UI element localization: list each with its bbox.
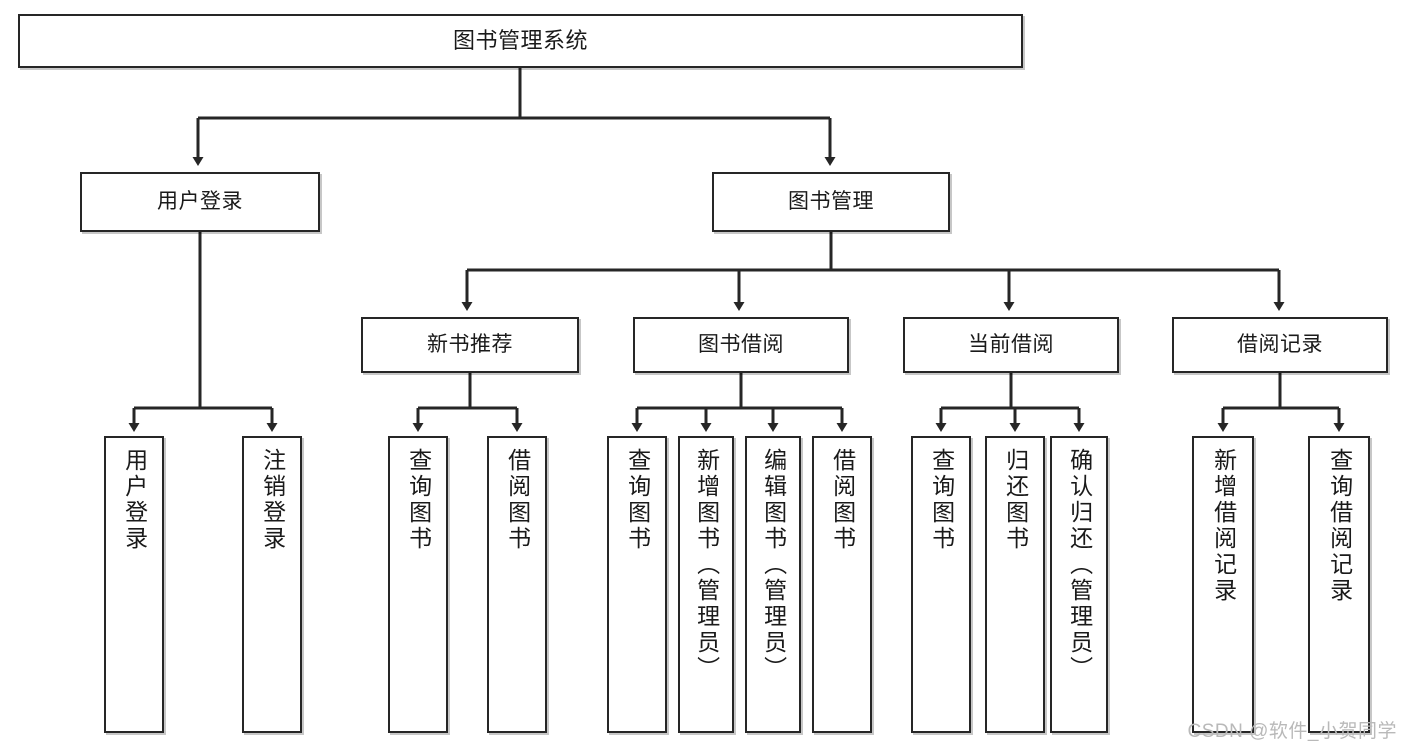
node-current-borrow[interactable]: 当前借阅 [903,317,1119,373]
node-leaf-add-book-label: 新增图书（管理员） [693,448,720,682]
node-leaf-borrow-book-2-label: 借阅图书 [829,448,856,552]
node-leaf-borrow-book-2[interactable]: 借阅图书 [812,436,872,733]
node-leaf-add-record-label: 新增借阅记录 [1210,448,1237,604]
node-user-login-label: 用户登录 [157,190,243,214]
node-leaf-user-logout-label: 注销登录 [259,448,286,552]
node-leaf-edit-book-label: 编辑图书（管理员） [760,448,787,682]
node-leaf-confirm-return[interactable]: 确认归还（管理员） [1050,436,1108,733]
node-leaf-add-book[interactable]: 新增图书（管理员） [678,436,734,733]
node-user-login[interactable]: 用户登录 [80,172,320,232]
node-book-manage[interactable]: 图书管理 [712,172,950,232]
node-borrow-record-label: 借阅记录 [1237,333,1323,357]
node-leaf-query-record-label: 查询借阅记录 [1326,448,1353,604]
node-leaf-borrow-book-1[interactable]: 借阅图书 [487,436,547,733]
node-leaf-borrow-book-1-label: 借阅图书 [504,448,531,552]
node-borrow-record[interactable]: 借阅记录 [1172,317,1388,373]
node-leaf-query-book-1-label: 查询图书 [405,448,432,552]
node-book-manage-label: 图书管理 [788,190,874,214]
node-new-book-recommend-label: 新书推荐 [427,333,513,357]
watermark-label: CSDN @软件_小贺同学 [1187,721,1397,742]
node-leaf-return-book[interactable]: 归还图书 [985,436,1045,733]
node-leaf-query-book-2[interactable]: 查询图书 [607,436,667,733]
node-leaf-edit-book[interactable]: 编辑图书（管理员） [745,436,801,733]
node-leaf-query-book-3[interactable]: 查询图书 [911,436,971,733]
node-leaf-query-book-1[interactable]: 查询图书 [388,436,448,733]
node-new-book-recommend[interactable]: 新书推荐 [361,317,579,373]
node-root-label: 图书管理系统 [452,27,588,53]
node-leaf-user-login[interactable]: 用户登录 [104,436,164,733]
node-leaf-add-record[interactable]: 新增借阅记录 [1192,436,1254,733]
node-book-borrow-label: 图书借阅 [698,333,784,357]
node-leaf-query-record[interactable]: 查询借阅记录 [1308,436,1370,733]
node-leaf-confirm-return-label: 确认归还（管理员） [1066,448,1093,682]
node-leaf-user-logout[interactable]: 注销登录 [242,436,302,733]
node-leaf-query-book-2-label: 查询图书 [624,448,651,552]
node-root[interactable]: 图书管理系统 [18,14,1023,68]
node-leaf-return-book-label: 归还图书 [1002,448,1029,552]
node-current-borrow-label: 当前借阅 [968,333,1054,357]
node-leaf-query-book-3-label: 查询图书 [928,448,955,552]
node-book-borrow[interactable]: 图书借阅 [633,317,849,373]
node-leaf-user-login-label: 用户登录 [121,448,148,552]
